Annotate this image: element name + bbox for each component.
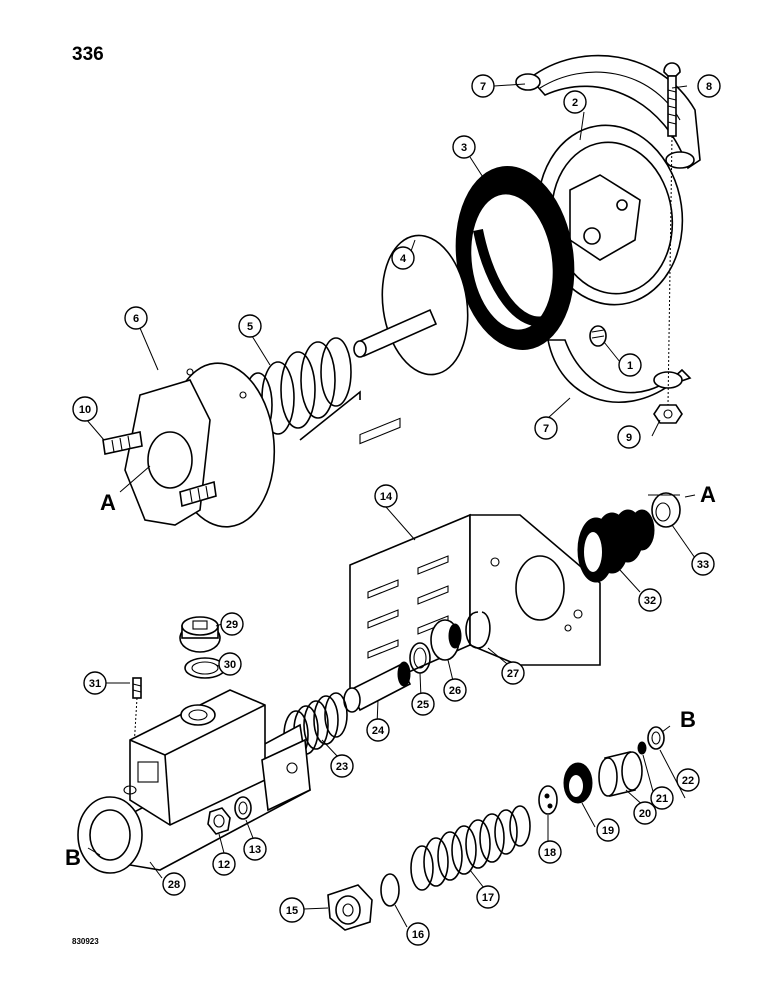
callout-6: 6 [124, 306, 148, 330]
callout-32: 32 [638, 588, 662, 612]
callout-17: 17 [476, 885, 500, 909]
primary-piston [343, 661, 412, 713]
callout-26: 26 [443, 678, 467, 702]
callout-18-label: 18 [544, 847, 556, 859]
callout-29: 29 [220, 612, 244, 636]
callout-27-label: 27 [507, 668, 519, 680]
callout-12-label: 12 [218, 859, 230, 871]
page-number: 336 [72, 44, 104, 65]
secondary-cup [563, 762, 593, 804]
master-cylinder-body [77, 689, 311, 874]
callout-3-label: 3 [461, 142, 467, 154]
clamp-nut [653, 404, 683, 424]
plug-o-ring [380, 873, 400, 907]
callout-24-label: 24 [372, 725, 385, 737]
callout-32-label: 32 [644, 595, 656, 607]
callout-29-label: 29 [226, 619, 238, 631]
callout-24: 24 [366, 718, 390, 742]
callout-7-top-label: 7 [480, 81, 486, 93]
callout-2: 2 [563, 90, 587, 114]
callout-22-label: 22 [682, 775, 694, 787]
callout-3: 3 [452, 135, 476, 159]
secondary-piston [598, 751, 643, 797]
callout-13-label: 13 [249, 844, 261, 856]
callout-20-label: 20 [639, 808, 651, 820]
callout-10-label: 10 [79, 404, 91, 416]
callout-17-label: 17 [482, 892, 494, 904]
housing-plug [589, 325, 607, 347]
callout-33: 33 [691, 552, 715, 576]
callout-4: 4 [391, 246, 415, 270]
callout-23: 23 [330, 754, 354, 778]
callout-31-label: 31 [89, 678, 101, 690]
filler-cap [179, 616, 221, 653]
piston-o-ring [637, 741, 647, 755]
callout-30: 30 [218, 652, 242, 676]
callout-19-label: 19 [602, 825, 614, 837]
end-plug [327, 884, 373, 931]
callout-28: 28 [162, 872, 186, 896]
callout-7-top: 7 [471, 74, 495, 98]
housing-studs [102, 431, 217, 508]
callout-22: 22 [676, 768, 700, 792]
callout-26-label: 26 [449, 685, 461, 697]
snap-ring [465, 611, 491, 649]
reference-letter-a-left: A [100, 490, 116, 515]
callout-18: 18 [538, 840, 562, 864]
callout-33-label: 33 [697, 559, 709, 571]
callout-27: 27 [501, 661, 525, 685]
callout-1-label: 1 [627, 360, 633, 372]
callout-7-bottom: 7 [534, 416, 558, 440]
callout-13: 13 [243, 837, 267, 861]
reference-letter-a-right: A [700, 482, 716, 507]
push-plate-rod [353, 234, 469, 376]
reference-letter-b-right: B [680, 707, 696, 732]
figure-code: 830923 [72, 937, 99, 946]
check-valve-washer [234, 796, 252, 820]
callout-12: 12 [212, 852, 236, 876]
callout-31: 31 [83, 671, 107, 695]
callout-21: 21 [650, 786, 674, 810]
callout-5: 5 [238, 314, 262, 338]
end-fitting [647, 726, 665, 750]
diaphragm [455, 166, 575, 350]
clamp-bolt [663, 62, 681, 406]
callout-19: 19 [596, 818, 620, 842]
callout-8-label: 8 [706, 81, 712, 93]
callout-4-label: 4 [400, 253, 407, 265]
callout-14-label: 14 [380, 491, 393, 503]
callout-25: 25 [411, 692, 435, 716]
check-valve-nut [207, 807, 231, 835]
callout-16-label: 16 [412, 929, 424, 941]
callout-15-label: 15 [286, 905, 298, 917]
clevis-nut [651, 492, 681, 528]
callout-15: 15 [279, 897, 305, 923]
callout-1: 1 [618, 353, 642, 377]
callout-8: 8 [697, 74, 721, 98]
callout-30-label: 30 [224, 659, 236, 671]
callout-2-label: 2 [572, 97, 578, 109]
reference-letter-b-left: B [65, 845, 81, 870]
callout-20: 20 [633, 801, 657, 825]
callout-9: 9 [617, 425, 641, 449]
spring-retainer [538, 785, 558, 815]
callout-28-label: 28 [168, 879, 180, 891]
front-housing [124, 362, 276, 528]
callout-9-label: 9 [626, 432, 632, 444]
callout-6-label: 6 [133, 313, 139, 325]
callout-14: 14 [374, 484, 398, 508]
rubber-boot [577, 509, 655, 583]
secondary-spring [410, 805, 531, 891]
callout-10: 10 [72, 396, 98, 422]
mounting-bracket [349, 417, 601, 700]
callout-25-label: 25 [417, 699, 429, 711]
piston-cap [430, 619, 462, 661]
callout-16: 16 [406, 922, 430, 946]
callout-5-label: 5 [247, 321, 253, 333]
callout-21-label: 21 [656, 793, 668, 805]
callout-23-label: 23 [336, 761, 348, 773]
callout-7-bottom-label: 7 [543, 423, 549, 435]
